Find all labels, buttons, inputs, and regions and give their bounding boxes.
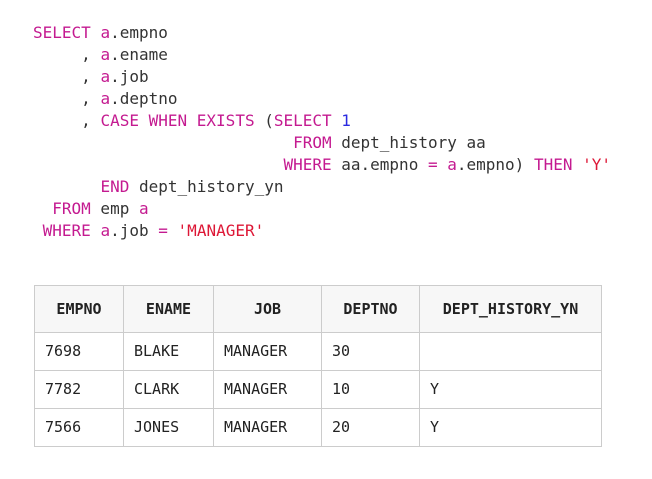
- sql-token-pl: [438, 155, 448, 174]
- code-line: , a.job: [33, 66, 611, 88]
- column-header: DEPT_HISTORY_YN: [419, 285, 602, 333]
- sql-token-pl: [33, 133, 293, 152]
- sql-token-pl: [33, 199, 52, 218]
- sql-token-pl: .ename: [110, 45, 168, 64]
- table-cell: MANAGER: [213, 332, 322, 371]
- sql-token-pl: aa.empno: [331, 155, 428, 174]
- sql-token-pl: .deptno: [110, 89, 178, 108]
- sql-token-pl: [168, 221, 178, 240]
- table-cell: JONES: [123, 408, 214, 447]
- sql-token-pl: .empno): [456, 155, 534, 174]
- table-cell: 20: [321, 408, 420, 447]
- table-cell: Y: [419, 408, 602, 447]
- sql-token-pl: ,: [33, 45, 101, 64]
- code-line: , a.ename: [33, 44, 611, 66]
- sql-token-pl: dept_history aa: [331, 133, 486, 152]
- table-cell: 7566: [34, 408, 124, 447]
- table-cell: [419, 332, 602, 371]
- sql-token-pl: .job: [110, 221, 159, 240]
- sql-token-al: a: [138, 199, 149, 218]
- sql-token-al: a: [100, 89, 111, 108]
- sql-token-pl: [33, 155, 283, 174]
- column-header: EMPNO: [34, 285, 124, 333]
- table-cell: MANAGER: [213, 370, 322, 409]
- column-header: DEPTNO: [321, 285, 420, 333]
- sql-token-al: a: [447, 155, 457, 174]
- table-cell: 7782: [34, 370, 124, 409]
- sql-token-pl: [139, 111, 149, 130]
- code-line: FROM dept_history aa: [33, 132, 611, 154]
- sql-token-pl: [91, 23, 101, 42]
- sql-token-pl: [33, 177, 100, 196]
- sql-token-pl: .empno: [110, 23, 168, 42]
- table-cell: CLARK: [123, 370, 214, 409]
- code-line: WHERE a.job = 'MANAGER': [33, 220, 611, 242]
- column-header: JOB: [213, 285, 322, 333]
- sql-token-al: a: [100, 23, 111, 42]
- sql-token-pl: dept_history_yn: [129, 177, 284, 196]
- table-cell: 30: [321, 332, 420, 371]
- sql-token-kw: THEN: [533, 155, 573, 174]
- sql-token-kw: END: [100, 177, 130, 196]
- table-cell: MANAGER: [213, 408, 322, 447]
- sql-token-pl: .job: [110, 67, 149, 86]
- sql-token-pl: [91, 221, 101, 240]
- sql-token-kw: SELECT: [33, 23, 91, 42]
- code-line: END dept_history_yn: [33, 176, 611, 198]
- column-header: ENAME: [123, 285, 214, 333]
- sql-token-kw: WHEN: [148, 111, 188, 130]
- sql-token-kw: FROM: [293, 133, 332, 152]
- code-line: , a.deptno: [33, 88, 611, 110]
- sql-token-pl: ,: [33, 111, 101, 130]
- code-line: SELECT a.empno: [33, 22, 611, 44]
- sql-token-pl: [187, 111, 197, 130]
- sql-token-kw: WHERE: [283, 155, 332, 174]
- table-cell: 10: [321, 370, 420, 409]
- sql-token-num: 1: [341, 111, 351, 130]
- sql-token-kw: FROM: [52, 199, 91, 218]
- sql-token-kw: WHERE: [42, 221, 91, 240]
- table-cell: Y: [419, 370, 602, 409]
- sql-token-pl: emp: [90, 199, 139, 218]
- code-line: , CASE WHEN EXISTS (SELECT 1: [33, 110, 611, 132]
- sql-token-pl: ,: [33, 67, 101, 86]
- sql-code-block: SELECT a.empno , a.ename , a.job , a.dep…: [33, 22, 611, 242]
- code-line: FROM emp a: [33, 198, 611, 220]
- sql-token-kw: =: [427, 155, 438, 174]
- sql-token-al: a: [100, 67, 111, 86]
- sql-token-pl: (: [254, 111, 274, 130]
- code-line: WHERE aa.empno = a.empno) THEN 'Y': [33, 154, 611, 176]
- sql-token-str: 'Y': [582, 155, 612, 174]
- sql-token-kw: CASE: [100, 111, 139, 130]
- sql-token-pl: ,: [33, 89, 101, 108]
- table-cell: BLAKE: [123, 332, 214, 371]
- sql-token-al: a: [100, 221, 111, 240]
- sql-token-kw: SELECT: [273, 111, 332, 130]
- sql-token-pl: [572, 155, 582, 174]
- sql-token-kw: =: [158, 221, 168, 240]
- sql-token-str: 'MANAGER': [177, 221, 265, 240]
- sql-token-pl: [33, 221, 43, 240]
- sql-token-al: a: [100, 45, 111, 64]
- table-cell: 7698: [34, 332, 124, 371]
- sql-token-kw: EXISTS: [196, 111, 255, 130]
- sql-token-pl: [332, 111, 342, 130]
